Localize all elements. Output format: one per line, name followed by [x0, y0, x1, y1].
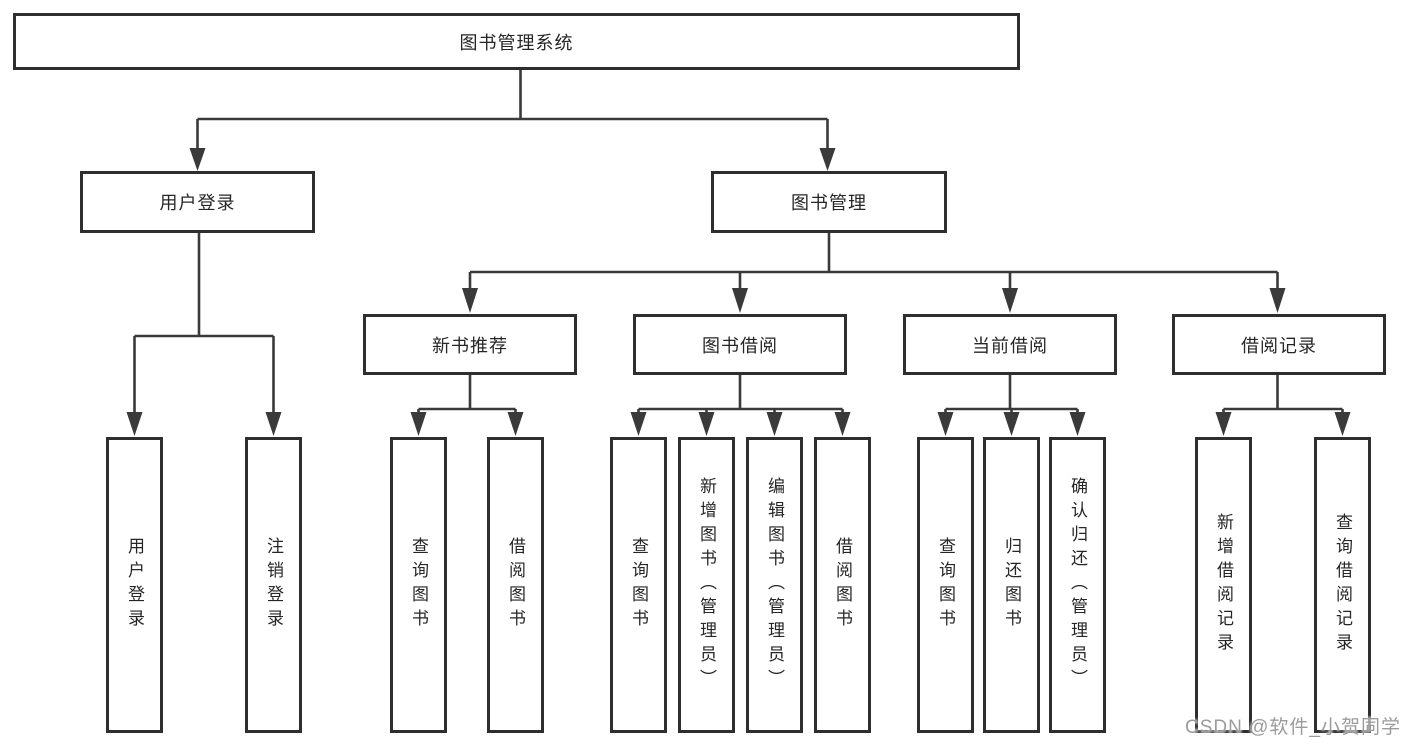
node-label: 编辑图书（管理员）: [765, 477, 784, 693]
leaf-borrow-books-borrowing: 借阅图书: [814, 437, 871, 733]
node-label: 当前借阅: [972, 335, 1048, 356]
node-label: 查询图书: [936, 537, 955, 633]
leaf-query-books-recommend: 查询图书: [390, 437, 447, 733]
arrow-down-icon: [819, 148, 836, 171]
arrow-down-icon: [462, 288, 478, 313]
leaf-confirm-return-admin: 确认归还（管理员）: [1049, 437, 1106, 733]
node-label: 新书推荐: [432, 335, 508, 356]
node-label: 借阅记录: [1241, 335, 1317, 356]
node-label: 图书借阅: [702, 335, 778, 356]
leaf-return-books: 归还图书: [983, 437, 1040, 733]
node-label: 新增图书（管理员）: [697, 477, 716, 693]
node-user-login-branch: 用户登录: [80, 171, 315, 233]
leaf-add-borrow-record: 新增借阅记录: [1195, 437, 1252, 733]
arrow-down-icon: [1215, 412, 1232, 436]
arrow-down-icon: [732, 288, 748, 313]
arrow-down-icon: [1269, 288, 1286, 313]
leaf-borrow-books-recommend: 借阅图书: [487, 437, 544, 733]
arrow-down-icon: [1003, 412, 1020, 436]
arrow-down-icon: [1069, 412, 1086, 436]
node-borrowing-records: 借阅记录: [1172, 314, 1386, 375]
arrow-down-icon: [265, 412, 282, 436]
arrow-down-icon: [126, 412, 143, 436]
arrow-down-icon: [1002, 288, 1018, 313]
node-label: 确认归还（管理员）: [1068, 477, 1087, 693]
node-label: 查询借阅记录: [1333, 513, 1352, 657]
leaf-query-borrow-record: 查询借阅记录: [1314, 437, 1371, 733]
node-label: 用户登录: [159, 193, 236, 213]
leaf-edit-books-admin: 编辑图书（管理员）: [746, 437, 803, 733]
node-label: 借阅图书: [506, 537, 525, 633]
arrow-down-icon: [189, 148, 206, 171]
node-label: 新增借阅记录: [1214, 513, 1233, 657]
node-current-borrowing: 当前借阅: [903, 314, 1117, 375]
node-label: 借阅图书: [833, 537, 852, 633]
node-label: 归还图书: [1002, 537, 1021, 633]
node-label: 查询图书: [629, 537, 648, 633]
node-book-management-branch: 图书管理: [711, 171, 947, 233]
leaf-logout: 注销登录: [245, 437, 302, 733]
node-label: 图书管理系统: [459, 32, 574, 53]
node-label: 查询图书: [409, 537, 428, 633]
node-label: 注销登录: [264, 537, 283, 633]
node-book-borrowing: 图书借阅: [633, 314, 847, 375]
node-label: 用户登录: [125, 537, 144, 633]
node-library-management-system: 图书管理系统: [13, 13, 1020, 70]
node-label: 图书管理: [791, 193, 867, 213]
arrow-down-icon: [410, 412, 427, 436]
arrow-down-icon: [698, 412, 715, 436]
leaf-query-books-current: 查询图书: [917, 437, 974, 733]
arrow-down-icon: [766, 412, 783, 436]
node-new-book-recommendation: 新书推荐: [363, 314, 577, 375]
leaf-user-login: 用户登录: [106, 437, 163, 733]
arrow-down-icon: [937, 412, 954, 436]
arrow-down-icon: [834, 412, 851, 436]
leaf-query-books-borrowing: 查询图书: [610, 437, 667, 733]
arrow-down-icon: [1334, 412, 1351, 436]
arrow-down-icon: [507, 412, 524, 436]
csdn-watermark: CSDN @软件_小贺同学: [1185, 717, 1401, 738]
leaf-add-books-admin: 新增图书（管理员）: [678, 437, 735, 733]
arrow-down-icon: [630, 412, 647, 436]
